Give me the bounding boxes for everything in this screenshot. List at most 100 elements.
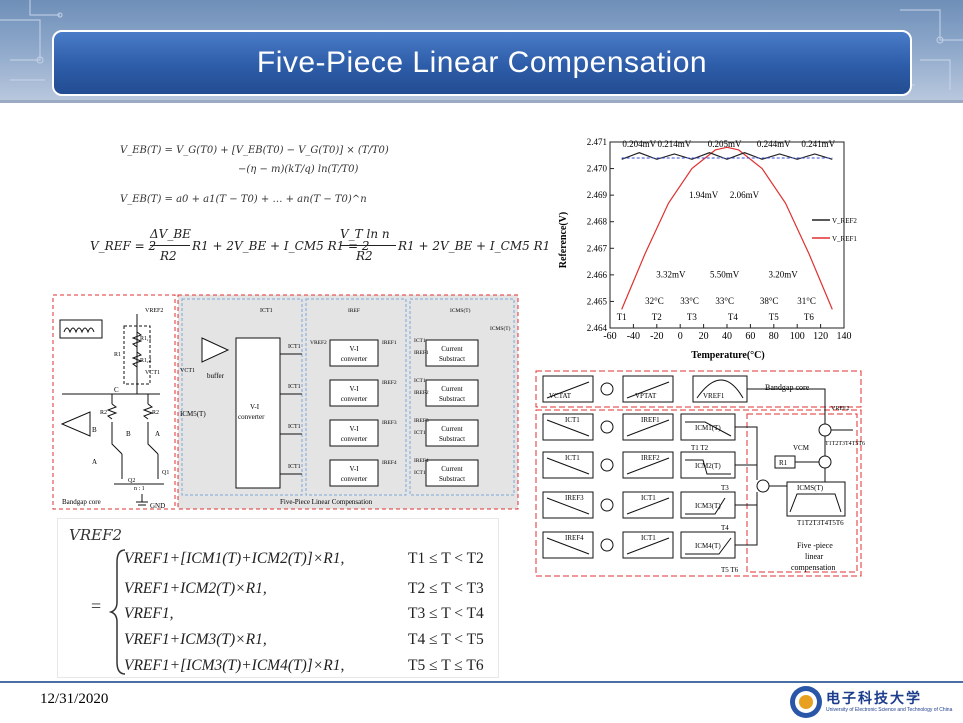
svg-text:Q1: Q1 (162, 470, 169, 476)
svg-text:Q2: Q2 (128, 478, 135, 484)
t-label: T2 (652, 312, 662, 322)
svg-text:converter: converter (238, 413, 265, 421)
y-tick-label: 2.469 (587, 190, 608, 200)
vref-frac1-den: R2 (160, 249, 177, 263)
x-tick-label: -20 (650, 331, 663, 342)
svg-text:V-I: V-I (349, 465, 359, 473)
svg-text:Substract: Substract (439, 355, 465, 363)
slide-title: Five-Piece Linear Compensation (256, 46, 708, 79)
y-tick-label: 2.467 (587, 243, 608, 253)
svg-text:Current: Current (441, 425, 462, 433)
slide-date: 12/31/2020 (40, 691, 109, 707)
piecewise-expression: VREF1+[ICM1(T)+ICM2(T)]×R1, (124, 550, 345, 567)
svg-text:A: A (92, 458, 97, 466)
svg-text:VCT1: VCT1 (180, 368, 195, 374)
piecewise-lhs: VREF2 (69, 526, 123, 544)
svg-text:ICT1: ICT1 (414, 470, 426, 476)
svg-text:ICT1: ICT1 (414, 430, 426, 436)
piecewise-row: VREF1+[ICM1(T)+ICM2(T)]×R1, T1 ≤ T < T2 (124, 550, 484, 568)
vref-frac2-den: R2 (356, 249, 373, 263)
label-five-piece: Five-Piece Linear Compensation (280, 498, 373, 506)
svg-text:Substract: Substract (439, 395, 465, 403)
svg-text:ICT1: ICT1 (288, 424, 301, 430)
y-tick-label: 2.470 (587, 164, 608, 174)
svg-text:T4: T4 (721, 524, 729, 532)
svg-text:R1: R1 (779, 459, 788, 467)
svg-text:GND: GND (150, 502, 165, 510)
svg-text:converter: converter (341, 435, 368, 443)
svg-text:Five -piece: Five -piece (797, 541, 833, 550)
svg-text:converter: converter (341, 475, 368, 483)
legend-vref1-label: V_REF1 (832, 235, 857, 243)
piecewise-expression: VREF1+ICM3(T)×R1, (124, 631, 267, 648)
svg-text:Bandgap core: Bandgap core (765, 383, 810, 392)
chart-x-label: Temperature(°C) (691, 350, 764, 361)
svg-text:ICT1: ICT1 (641, 534, 656, 542)
piecewise-equation: VREF2 = (57, 518, 499, 678)
x-tick-label: 100 (790, 331, 805, 342)
svg-text:VREF2: VREF2 (831, 406, 849, 412)
svg-text:ICT1: ICT1 (288, 344, 301, 350)
svg-text:VREF2: VREF2 (310, 340, 327, 346)
svg-text:T1T2T3T4T5T6: T1T2T3T4T5T6 (797, 519, 844, 527)
svg-text:ICM2(T): ICM2(T) (695, 462, 721, 470)
svg-text:R1,1: R1,1 (140, 336, 152, 342)
veb-polynomial-equation: V_EB(T) = a0 + a1(T − T0) + … + an(T − T… (120, 194, 367, 205)
y-tick-label: 2.466 (587, 270, 608, 280)
svg-text:Current: Current (441, 385, 462, 393)
svg-text:V-I: V-I (349, 385, 359, 393)
x-tick-label: 140 (837, 331, 852, 342)
svg-text:VREF1: VREF1 (703, 392, 725, 400)
svg-text:T5 T6: T5 T6 (721, 566, 739, 574)
piecewise-condition: T5 ≤ T ≤ T6 (408, 657, 484, 674)
svg-text:ICM1(T): ICM1(T) (695, 424, 721, 432)
svg-text:IREF1: IREF1 (641, 416, 660, 424)
svg-text:IREF4: IREF4 (565, 534, 584, 542)
annotation-top: 0.205mV (708, 139, 742, 149)
svg-text:IREF4: IREF4 (382, 460, 397, 466)
annotation-mid: 1.94mV (689, 190, 719, 200)
svg-text:ICMS(T): ICMS(T) (490, 325, 511, 332)
veb-equation-line1: V_EB(T) = V_G(T0) + [V_EB(T0) − V_G(T0)]… (120, 145, 389, 156)
svg-text:ICM5(T): ICM5(T) (180, 410, 206, 418)
svg-text:compensation: compensation (791, 563, 835, 572)
series-vref2-line (621, 151, 833, 160)
svg-text:C: C (114, 386, 119, 394)
brace (109, 549, 126, 675)
veb-equation-line2: −(η − m)(kT/q) ln(T/T0) (238, 164, 359, 175)
annotation-low: 3.20mV (769, 270, 799, 280)
piecewise-condition: T2 ≤ T < T3 (408, 580, 484, 597)
piecewise-expression: VREF1+ICM2(T)×R1, (124, 580, 267, 597)
svg-text:B: B (126, 430, 131, 438)
t-label: T3 (687, 312, 697, 322)
frac2-bar (340, 245, 396, 246)
svg-text:ICM4(T): ICM4(T) (695, 542, 721, 550)
y-tick-label: 2.468 (587, 217, 608, 227)
t-label: T5 (769, 312, 779, 322)
svg-text:Substract: Substract (439, 475, 465, 483)
temp-label: 33°C (680, 296, 699, 306)
svg-text:VCM: VCM (793, 444, 810, 452)
piecewise-condition: T4 ≤ T < T5 (408, 631, 484, 648)
svg-text:B: B (92, 426, 97, 434)
svg-text:IREF2: IREF2 (414, 390, 429, 396)
legend-vref2-label: V_REF2 (832, 217, 857, 225)
temp-label: 32°C (645, 296, 664, 306)
vref-lhs: V_REF = 2 (90, 239, 157, 253)
svg-text:ICMS(T): ICMS(T) (450, 307, 471, 314)
svg-text:IREF2: IREF2 (382, 380, 397, 386)
svg-text:R2: R2 (152, 410, 159, 416)
x-tick-label: 20 (699, 331, 709, 342)
svg-text:IREF3: IREF3 (565, 494, 584, 502)
svg-text:IREF1: IREF1 (382, 340, 397, 346)
temp-label: 38°C (760, 296, 779, 306)
annotation-top: 0.204mV (622, 139, 656, 149)
label-vref2: VREF2 (145, 308, 163, 314)
piecewise-condition: T3 ≤ T < T4 (408, 605, 484, 622)
svg-text:ICT1: ICT1 (414, 338, 426, 344)
svg-text:Current: Current (441, 465, 462, 473)
svg-text:VCT1: VCT1 (145, 370, 160, 376)
annotation-mid: 2.06mV (730, 190, 760, 200)
piecewise-condition: T1 ≤ T < T2 (408, 550, 484, 567)
